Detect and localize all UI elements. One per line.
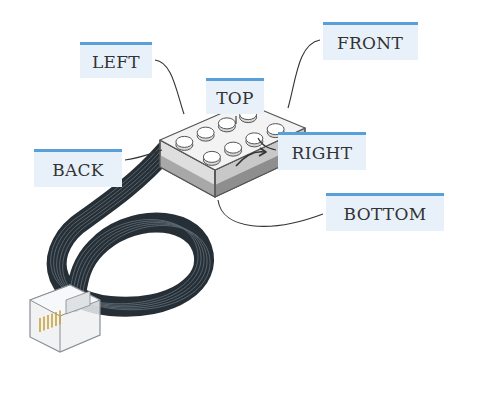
label-box: FRONT xyxy=(323,22,418,60)
label-box: BACK xyxy=(34,149,122,187)
view-label: BOTTOM xyxy=(344,204,427,224)
view-label: LEFT xyxy=(92,52,140,72)
view-label: RIGHT xyxy=(292,143,353,163)
view-label: BACK xyxy=(52,160,104,180)
view-label: FRONT xyxy=(337,33,403,53)
label-box: BOTTOM xyxy=(326,193,444,231)
plug xyxy=(30,285,100,352)
label-box: TOP xyxy=(206,78,264,114)
label-box: RIGHT xyxy=(278,132,366,170)
label-box: LEFT xyxy=(80,42,152,78)
view-label: TOP xyxy=(216,88,254,108)
